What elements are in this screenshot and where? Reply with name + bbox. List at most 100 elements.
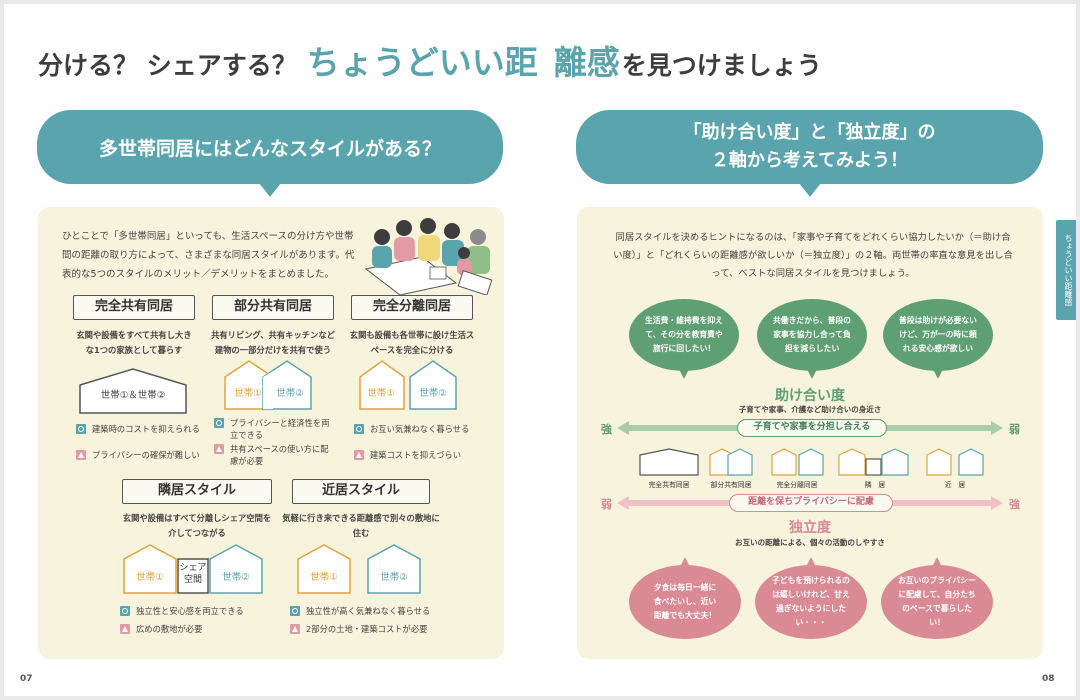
- style-desc-neighbor: 玄関や設備はすべて分離しシェア空間を介してつながる: [122, 513, 272, 538]
- house-label-nearby-2: 世帯②: [380, 572, 408, 583]
- green-bubble-text: 生活費・維持費を抑えて、その分を教育費や旅行に回したい！: [645, 316, 723, 353]
- style-title-full-separate: 完全分離同居: [351, 295, 473, 320]
- green-bubble-1: 生活費・維持費を抑えて、その分を教育費や旅行に回したい！: [629, 299, 739, 379]
- triangle-mark-icon: [76, 450, 86, 460]
- merit-text: 建築時のコストを抑えられる: [92, 424, 200, 434]
- axis2-title: 独立度: [789, 520, 831, 536]
- page-title: 分ける？ シェアする？ ちょうどいい距 離感 を見つけましょう: [38, 36, 822, 84]
- demerit-neighbor: 広めの敷地が必要: [120, 623, 280, 635]
- mini-label-4: 隣 居: [864, 481, 886, 489]
- demerit-text: 広めの敷地が必要: [136, 624, 203, 634]
- spread: 分ける？ シェアする？ ちょうどいい距 離感 を見つけましょう 多世帯同居にはど…: [4, 4, 1076, 696]
- circle-mark-icon: [214, 418, 224, 428]
- merit-full-share: 建築時のコストを抑えられる: [76, 423, 206, 435]
- page-number-right: 08: [1042, 674, 1055, 684]
- page-number-left: 07: [20, 674, 33, 684]
- title-part4: を見つけましょう: [621, 51, 822, 80]
- axis1-arrow-label: 子育てや家事を分担し合える: [737, 419, 887, 437]
- house-neighbor: [123, 544, 263, 594]
- pink-bubble-1: 夕食は毎日一緒に食べたいし、近い距離でも大丈夫！: [629, 557, 741, 639]
- style-title-full-share: 完全共有同居: [73, 295, 195, 320]
- demerit-full-share: プライバシーの確保が難しい: [76, 449, 206, 461]
- pink-bubble-text: 子どもを預けられるのは嬉しいけれど、甘え過ぎないようにしたい・・・: [772, 576, 850, 627]
- merit-text: 独立性と安心感を両立できる: [136, 606, 244, 616]
- axis1-title: 助け合い度: [775, 388, 845, 404]
- green-bubble-3: 普段は助けが必要ないけど、万が一の時に頼れる安心感が欲しい: [883, 299, 993, 379]
- right-heading-line2: ２軸から考えてみよう！: [710, 150, 909, 171]
- house-label-neighbor-share: シェア空間: [179, 563, 207, 585]
- demerit-text: 2部分の土地・建築コストが必要: [306, 624, 428, 634]
- demerit-full-separate: 建築コストを抑えづらい: [354, 449, 484, 461]
- house-label-partial-1: 世帯①: [234, 388, 262, 399]
- triangle-mark-icon: [290, 624, 300, 634]
- axis1-left-label: 強: [601, 423, 612, 436]
- pink-bubble-3: お互いのプライバシーに配慮して、自分たちのペースで暮らしたい！: [881, 557, 993, 639]
- title-part1: 分ける？ シェアする？: [38, 51, 297, 80]
- house-full-share: [79, 368, 187, 414]
- title-part3: 離感: [553, 43, 620, 82]
- demerit-text: 建築コストを抑えづらい: [370, 450, 462, 460]
- house-label-neighbor-1: 世帯①: [136, 572, 164, 583]
- right-heading-bubble: 「助け合い度」と「独立度」の ２軸から考えてみよう！: [576, 110, 1043, 197]
- style-desc-full-share: 玄関や設備をすべて共有し大きな1つの家族として暮らす: [76, 330, 192, 355]
- pink-bubble-text: 夕食は毎日一緒に食べたいし、近い距離でも大丈夫！: [653, 583, 717, 620]
- circle-mark-icon: [290, 606, 300, 616]
- demerit-text: プライバシーの確保が難しい: [92, 450, 200, 460]
- mini-label-1: 完全共有同居: [648, 481, 690, 489]
- axes-intro: 同居スタイルを決めるヒントになるのは、「家事や子育てをどれくらい協力したいか（＝…: [613, 232, 1013, 279]
- house-partial-share: [224, 360, 312, 410]
- circle-mark-icon: [354, 424, 364, 434]
- style-title-neighbor: 隣居スタイル: [122, 479, 272, 504]
- house-nearby: [297, 544, 421, 594]
- merit-neighbor: 独立性と安心感を両立できる: [120, 605, 280, 617]
- merit-text: 独立性が高く気兼ねなく暮らせる: [306, 606, 431, 616]
- styles-intro: ひとことで「多世帯同居」といっても、生活スペースの分け方や世帯間の距離の取り方に…: [62, 231, 355, 280]
- house-full-separate: [359, 360, 457, 410]
- style-desc-full-separate: 玄関も設備も各世帯に設け生活スペースを完全に分ける: [349, 330, 475, 355]
- triangle-mark-icon: [214, 444, 224, 454]
- pink-bubble-2: 子どもを預けられるのは嬉しいけれど、甘え過ぎないようにしたい・・・: [755, 557, 867, 639]
- right-heading-line1: 「助け合い度」と「独立度」の: [683, 122, 936, 143]
- left-heading-bubble: 多世帯同居にはどんなスタイルがある？: [37, 110, 503, 197]
- axis1-subtitle: 子育てや家事、介護など助け合いの身近さ: [738, 405, 882, 414]
- styles-panel: ひとことで「多世帯同居」といっても、生活スペースの分け方や世帯間の距離の取り方に…: [38, 207, 504, 659]
- left-heading-text: 多世帯同居にはどんなスタイルがある？: [98, 137, 441, 160]
- family-illustration: [364, 218, 493, 295]
- merit-text: お互い気兼ねなく暮らせる: [370, 424, 470, 434]
- house-label-neighbor-2: 世帯②: [222, 572, 250, 583]
- axis1-right-label: 弱: [1009, 423, 1020, 436]
- chapter-side-tab[interactable]: ちょうどいい距離感: [1056, 220, 1076, 320]
- green-bubble-2: 共働きだから、普段の家事を協力し合って負担を減らしたい: [757, 299, 867, 379]
- mini-label-3: 完全分離同居: [776, 481, 818, 489]
- house-label-nearby-1: 世帯①: [310, 572, 338, 583]
- axis2-right-label: 強: [1009, 498, 1020, 511]
- demerit-partial-share: 共有スペースの使い方に配慮が必要: [214, 443, 334, 467]
- merit-full-separate: お互い気兼ねなく暮らせる: [354, 423, 484, 435]
- style-desc-nearby: 気軽に行き来できる距離感で別々の敷地に住む: [282, 513, 440, 538]
- circle-mark-icon: [120, 606, 130, 616]
- style-title-partial-share: 部分共有同居: [212, 295, 334, 320]
- demerit-text: 共有スペースの使い方に配慮が必要: [230, 444, 329, 466]
- green-bubble-text: 共働きだから、普段の家事を協力し合って負担を減らしたい: [773, 316, 851, 353]
- house-label-separate-1: 世帯①: [367, 388, 395, 399]
- axis2-arrow-label: 距離を保ちプライバシーに配慮: [729, 494, 893, 512]
- triangle-mark-icon: [354, 450, 364, 460]
- merit-partial-share: プライバシーと経済性を両立できる: [214, 417, 334, 441]
- triangle-mark-icon: [120, 624, 130, 634]
- merit-nearby: 独立性が高く気兼ねなく暮らせる: [290, 605, 460, 617]
- mini-label-2: 部分共有同居: [710, 481, 752, 489]
- style-desc-partial-share: 共有リビング、共有キッチンなど建物の一部分だけを共有で使う: [211, 330, 335, 355]
- mini-label-5: 近 居: [944, 481, 966, 489]
- pink-bubble-text: お互いのプライバシーに配慮して、自分たちのペースで暮らしたい！: [898, 576, 976, 627]
- style-title-nearby: 近居スタイル: [292, 479, 430, 504]
- axes-panel: 同居スタイルを決めるヒントになるのは、「家事や子育てをどれくらい協力したいか（＝…: [577, 207, 1043, 659]
- circle-mark-icon: [76, 424, 86, 434]
- title-part2: ちょうどいい距: [306, 43, 538, 82]
- axis2-left-label: 弱: [601, 498, 612, 511]
- house-label-separate-2: 世帯②: [419, 388, 447, 399]
- demerit-nearby: 2部分の土地・建築コストが必要: [290, 623, 460, 635]
- house-label-full-share: 世帯①＆世帯②: [100, 390, 166, 401]
- green-bubble-text: 普段は助けが必要ないけど、万が一の時に頼れる安心感が欲しい: [899, 316, 977, 353]
- axis2-subtitle: お互いの距離による、個々の活動のしやすさ: [735, 538, 885, 547]
- house-label-partial-2: 世帯②: [276, 388, 304, 399]
